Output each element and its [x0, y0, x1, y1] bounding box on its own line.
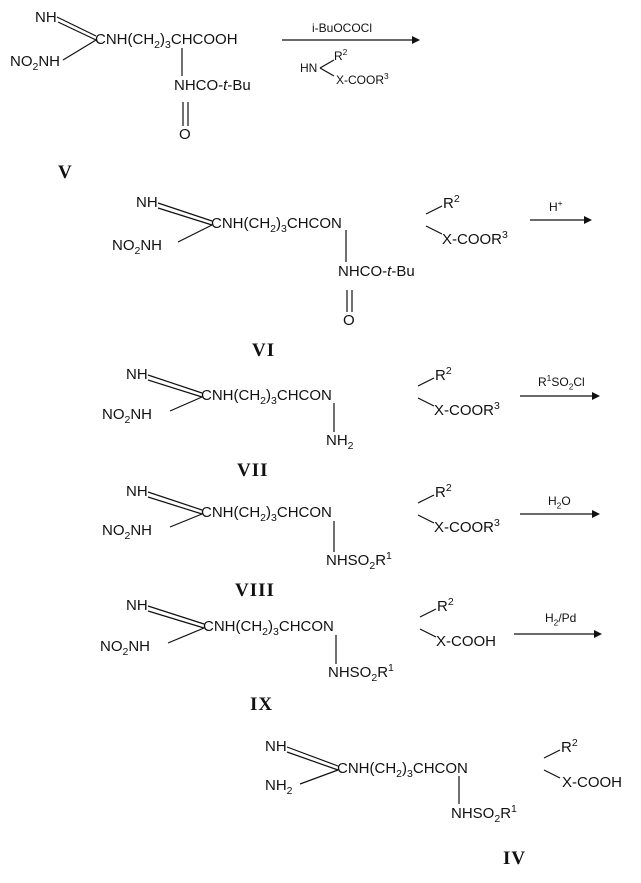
compound-label-IV: IV [503, 848, 527, 869]
imino-group: NH [126, 366, 148, 383]
imino-group: NH [126, 597, 148, 614]
nitroamino-group: NO2NH [100, 638, 151, 658]
ester-group: X-COOR3 [442, 229, 508, 248]
r2-substituent: R2 [437, 596, 454, 615]
side-chain: CNH(CH2)3CHCON [201, 504, 332, 524]
reagent-r2: R2 [334, 47, 348, 63]
acid-group: X-COOH [436, 633, 496, 650]
imino-group: NH [35, 9, 57, 26]
amino-group: NH2 [265, 777, 293, 797]
r2-substituent: R2 [561, 737, 578, 756]
carbonyl-oxygen: O [179, 126, 191, 143]
carbonyl-oxygen: O [343, 312, 355, 329]
reagent-amine: HN [300, 61, 318, 75]
nitroamino-group: NO2NH [102, 406, 153, 426]
imino-group: NH [126, 483, 148, 500]
side-chain: CNH(CH2)3CHCOOH [95, 31, 238, 51]
compound-label-VI: VI [252, 340, 276, 361]
boc-group: NHCO-t-Bu [174, 77, 251, 94]
side-chain: CNH(CH2)3CHCON [337, 760, 468, 780]
sulfonamide-group: NHSO2R1 [451, 803, 517, 825]
reagent-acid: H+ [549, 198, 563, 214]
sulfonamide-group: NHSO2R1 [328, 662, 394, 684]
side-chain: CNH(CH2)3CHCON [211, 215, 342, 235]
amino-group: NH2 [326, 432, 354, 452]
compound-label-VIII: VIII [235, 580, 275, 601]
side-chain: CNH(CH2)3CHCON [203, 618, 334, 638]
side-chain: CNH(CH2)3CHCON [201, 387, 332, 407]
reagent-ester: X-COOR3 [336, 71, 389, 87]
reagent-water: H2O [548, 494, 571, 511]
nitroamino-group: NO2NH [112, 237, 163, 257]
ester-group: X-COOR3 [434, 400, 500, 419]
acid-group: X-COOH [562, 774, 622, 791]
compound-label-VII: VII [237, 460, 269, 481]
boc-group: NHCO-t-Bu [338, 263, 415, 280]
imino-group: NH [136, 194, 158, 211]
compound-label-IX: IX [250, 694, 274, 715]
reagent-hydrogenation: H2/Pd [545, 611, 577, 628]
ester-group: X-COOR3 [434, 517, 500, 536]
reagent-sulfonyl-chloride: R1SO2Cl [538, 373, 585, 392]
compound-label-V: V [58, 162, 73, 183]
imino-group: NH [265, 738, 287, 755]
r2-substituent: R2 [443, 193, 460, 212]
r2-substituent: R2 [435, 365, 452, 384]
nitroamino-group: NO2NH [10, 53, 61, 73]
sulfonamide-group: NHSO2R1 [326, 550, 392, 572]
nitroamino-group: NO2NH [102, 522, 153, 542]
r2-substituent: R2 [435, 482, 452, 501]
reagent-chloroformate: i-BuOCOCl [312, 21, 373, 35]
